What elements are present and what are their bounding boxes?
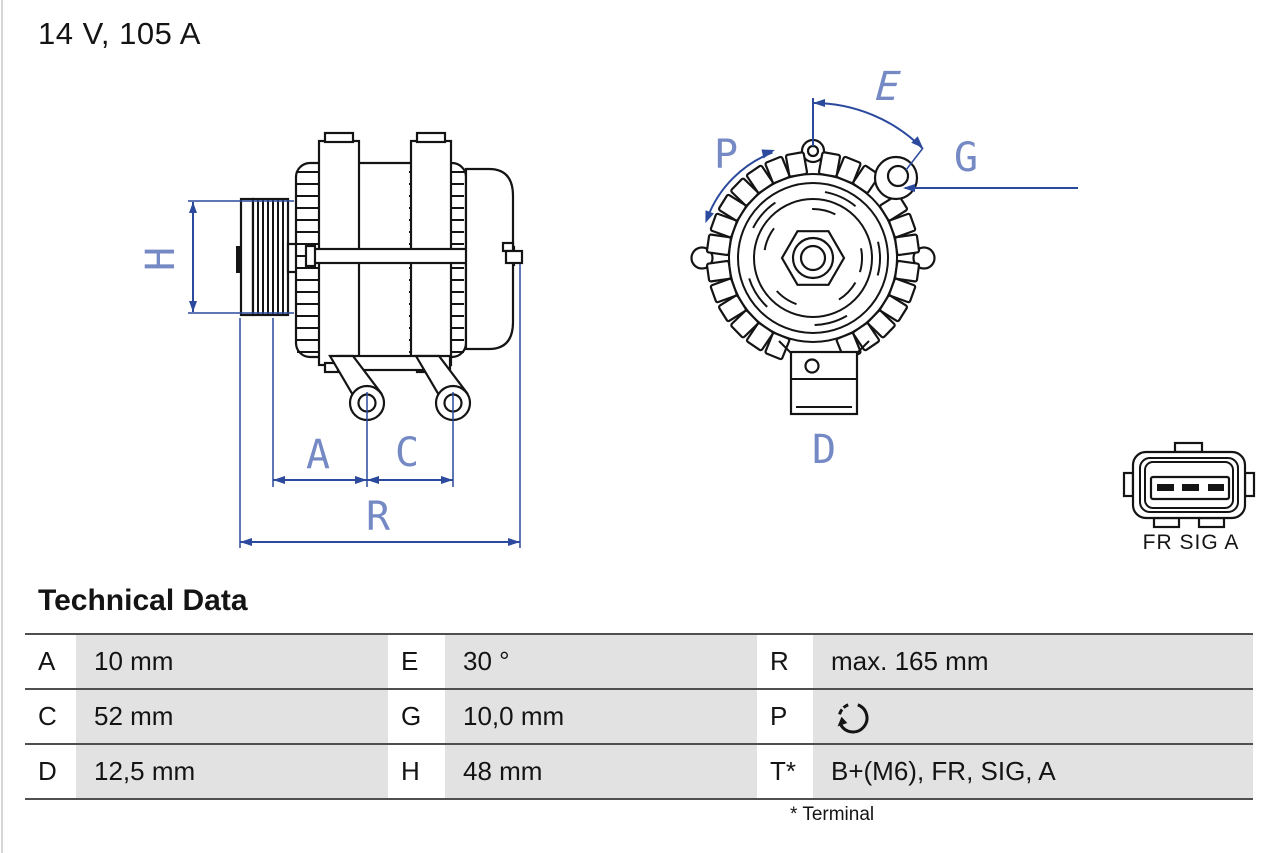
pin-sig <box>1182 484 1199 491</box>
dimension-label-p: P <box>714 132 738 178</box>
technical-data-table: A 10 mm E 30 ° R max. 165 mm C 52 mm G 1… <box>25 633 1253 800</box>
table-row: C 52 mm G 10,0 mm P <box>25 690 1253 745</box>
product-spec-title: 14 V, 105 A <box>38 16 201 51</box>
dimension-label-r: R <box>366 494 391 540</box>
param-value-t: B+(M6), FR, SIG, A <box>813 745 1253 798</box>
stator-housing-drawing <box>294 131 524 374</box>
front-view-dimensions: E P G D <box>705 63 1078 473</box>
dimension-label-c: C <box>395 430 419 476</box>
bottom-bracket <box>778 340 870 416</box>
param-label-h: H <box>388 745 445 798</box>
param-label-c: C <box>25 690 76 743</box>
alternator-technical-drawing: H A C R <box>138 63 1256 554</box>
param-label-g: G <box>388 690 445 743</box>
param-value-e: 30 ° <box>445 635 757 688</box>
alternator-front-view: E P G D <box>690 63 1078 473</box>
param-value-p <box>813 690 1253 743</box>
param-label-a: A <box>25 635 76 688</box>
side-view-dimensions: H A C R <box>138 200 521 548</box>
rotation-direction-icon <box>837 702 869 733</box>
dimension-label-d: D <box>812 427 836 473</box>
param-value-c: 52 mm <box>76 690 388 743</box>
connector-pinout-drawing: FR SIG A <box>1122 441 1256 554</box>
param-label-t: T* <box>757 745 813 798</box>
pin-a <box>1208 484 1224 491</box>
pin-fr <box>1157 484 1174 491</box>
page-left-edge <box>1 0 3 853</box>
dimension-label-h: H <box>138 247 184 271</box>
mounting-lugs-drawing <box>328 354 472 422</box>
param-label-d: D <box>25 745 76 798</box>
pulley-drawing <box>236 197 299 317</box>
dimension-label-a: A <box>306 432 330 478</box>
alternator-side-view: H A C R <box>138 131 524 548</box>
technical-data-heading: Technical Data <box>38 584 248 617</box>
param-label-p: P <box>757 690 813 743</box>
param-value-h: 48 mm <box>445 745 757 798</box>
dimension-label-g: G <box>954 135 978 181</box>
connector-pins-label: FR SIG A <box>1143 531 1240 554</box>
terminal-footnote: * Terminal <box>790 804 875 825</box>
param-value-a: 10 mm <box>76 635 388 688</box>
table-row: A 10 mm E 30 ° R max. 165 mm <box>25 635 1253 690</box>
param-label-r: R <box>757 635 813 688</box>
dimension-label-e: E <box>869 63 906 110</box>
param-value-r: max. 165 mm <box>813 635 1253 688</box>
table-row: D 12,5 mm H 48 mm T* B+(M6), FR, SIG, A <box>25 745 1253 800</box>
param-value-d: 12,5 mm <box>76 745 388 798</box>
param-label-e: E <box>388 635 445 688</box>
param-value-g: 10,0 mm <box>445 690 757 743</box>
b-plus-terminal <box>501 241 515 253</box>
